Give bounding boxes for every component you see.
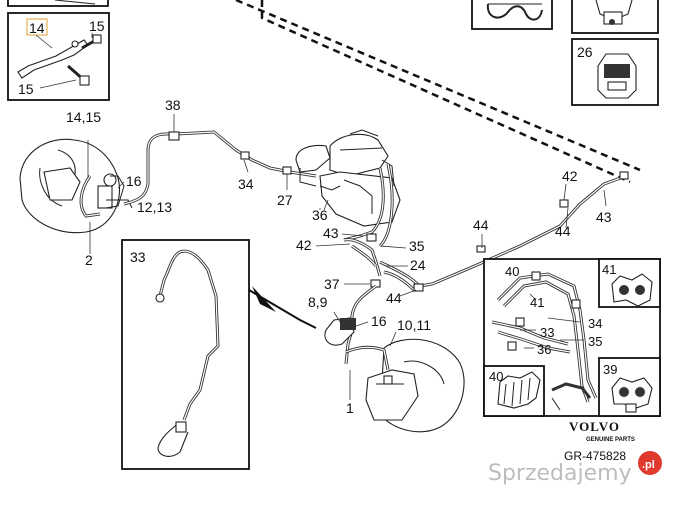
callout-41-clip: 41 bbox=[602, 262, 616, 277]
watermark-text: Sprzedajemy bbox=[488, 461, 632, 486]
callout-35-center: 35 bbox=[409, 238, 425, 254]
callout-34-assembly: 34 bbox=[588, 316, 602, 331]
callout-43-right: 43 bbox=[596, 209, 612, 225]
callout-8-9: 8,9 bbox=[308, 294, 328, 310]
dashed-outline bbox=[235, 0, 641, 184]
callout-27: 27 bbox=[277, 192, 293, 208]
callout-14-15-left: 14,15 bbox=[66, 109, 101, 125]
pointer-arrowhead-33 bbox=[252, 286, 276, 312]
callout-2: 2 bbox=[85, 252, 93, 268]
detail-box-clip-b bbox=[571, 0, 659, 34]
callout-15-top: 15 bbox=[89, 18, 105, 34]
callout-41-assembly: 41 bbox=[530, 295, 544, 310]
detail-box-clip-a bbox=[471, 0, 553, 30]
callout-44-right: 44 bbox=[555, 223, 571, 239]
callout-1: 1 bbox=[346, 400, 354, 416]
callout-37: 37 bbox=[324, 276, 340, 292]
left-wheel-assembly bbox=[19, 138, 133, 254]
center-brake-lines bbox=[315, 171, 629, 330]
volvo-logo: VOLVO GENUINE PARTS bbox=[569, 419, 635, 443]
callout-38: 38 bbox=[165, 97, 181, 113]
master-cylinder-abs-unit bbox=[295, 129, 401, 248]
callout-40-clip: 40 bbox=[489, 369, 503, 384]
callout-16-left: 16 bbox=[126, 173, 142, 189]
watermark-badge-text: .pl bbox=[642, 459, 655, 471]
volvo-logo-tagline: GENUINE PARTS bbox=[586, 437, 635, 443]
detail-box-top-left-partial bbox=[7, 0, 109, 7]
callout-33-assembly: 33 bbox=[540, 325, 554, 340]
callout-39-clip: 39 bbox=[603, 362, 617, 377]
callout-42-right: 42 bbox=[562, 168, 578, 184]
detail-box-assembly-right bbox=[483, 258, 661, 417]
callout-36-assembly: 36 bbox=[537, 342, 551, 357]
callout-24: 24 bbox=[410, 257, 426, 273]
callout-43-center: 43 bbox=[323, 225, 339, 241]
callout-35-assembly: 35 bbox=[588, 334, 602, 349]
detail-box-bracket bbox=[7, 12, 110, 101]
callout-44-center: 44 bbox=[386, 290, 402, 306]
watermark-badge-icon bbox=[638, 451, 662, 475]
callout-15-bottom: 15 bbox=[18, 81, 34, 97]
pointer-arrow-33 bbox=[248, 289, 317, 329]
brake-line-upper-left bbox=[123, 114, 317, 206]
callout-44-mid: 44 bbox=[473, 217, 489, 233]
callout-26: 26 bbox=[577, 44, 593, 60]
detail-box-pipe-33 bbox=[121, 239, 250, 470]
right-wheel-assembly bbox=[324, 311, 465, 433]
volvo-logo-brand: VOLVO bbox=[569, 419, 620, 434]
callout-12-13: 12,13 bbox=[137, 199, 172, 215]
callout-14: 14 bbox=[29, 20, 45, 36]
reference-number: GR-475828 bbox=[564, 449, 626, 463]
callout-16-right: 16 bbox=[371, 313, 387, 329]
callout-33-box: 33 bbox=[130, 249, 146, 265]
callout-40-assembly: 40 bbox=[505, 264, 519, 279]
watermark: Sprzedajemy .pl bbox=[488, 451, 662, 486]
callout-42-center: 42 bbox=[296, 237, 312, 253]
detail-box-clip-26 bbox=[571, 38, 659, 106]
callout-36-main: 36 bbox=[312, 207, 328, 223]
callout-10-11: 10,11 bbox=[397, 317, 431, 333]
callout-34-main: 34 bbox=[238, 176, 254, 192]
